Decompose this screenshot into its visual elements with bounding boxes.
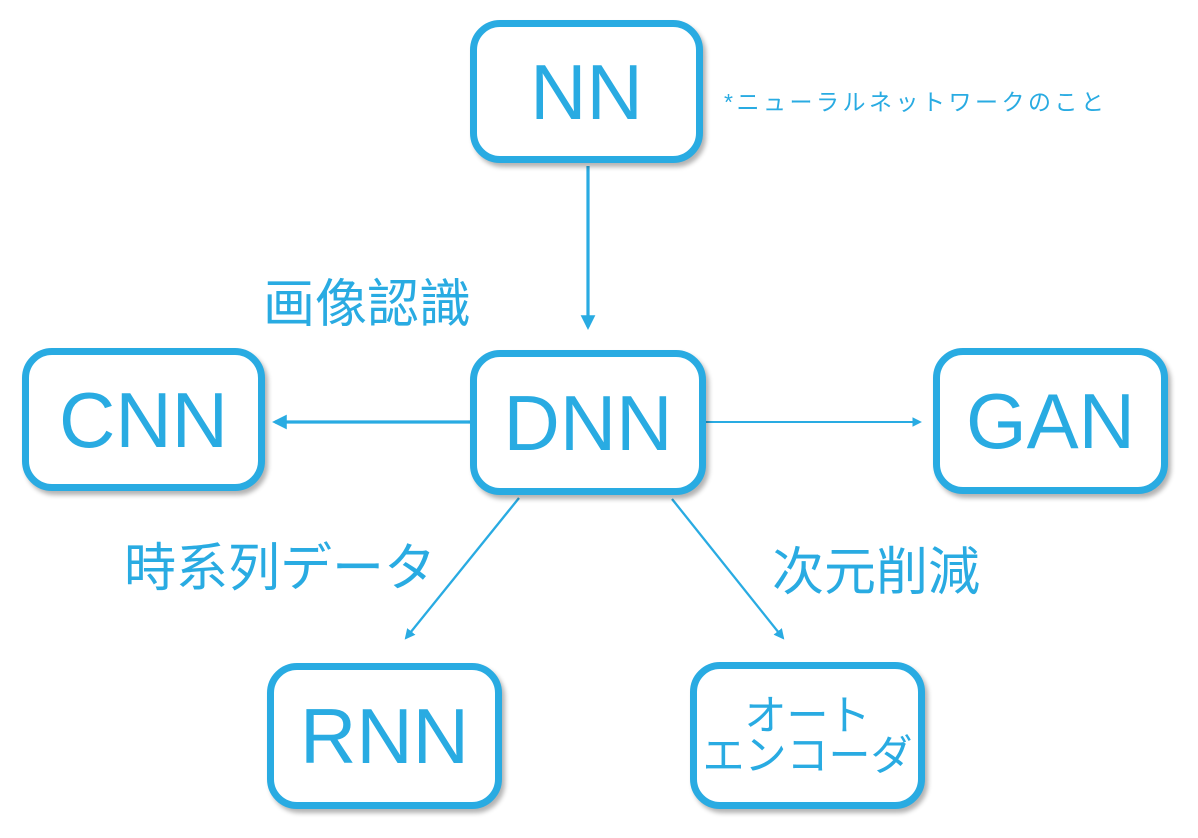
node-label-dnn: DNN [503,378,673,467]
annotation-note: *ニューラルネットワークのこと [724,89,1108,115]
node-label-nn: NN [530,47,643,136]
node-label-gan: GAN [965,377,1136,465]
node-box-cnn: CNN [22,348,265,491]
node-box-autoencoder: オート エンコーダ [690,662,925,809]
node-label-autoencoder-line2: エンコーダ [702,731,913,779]
arrow-dnn-to-autoencoder [671,498,785,640]
edge-label-image-recognition: 画像認識 [263,276,472,334]
edge-label-dimensionality-reduction: 次元削減 [772,544,981,602]
node-label-rnn: RNN [300,692,469,780]
node-box-gan: GAN [933,348,1168,494]
node-label-cnn: CNN [59,375,228,464]
node-box-rnn: RNN [267,663,502,809]
edge-label-time-series: 時系列データ [124,540,437,598]
node-label-autoencoder-line1: オート [744,691,871,739]
node-box-nn: NN [470,20,703,163]
node-box-dnn: DNN [470,350,706,495]
